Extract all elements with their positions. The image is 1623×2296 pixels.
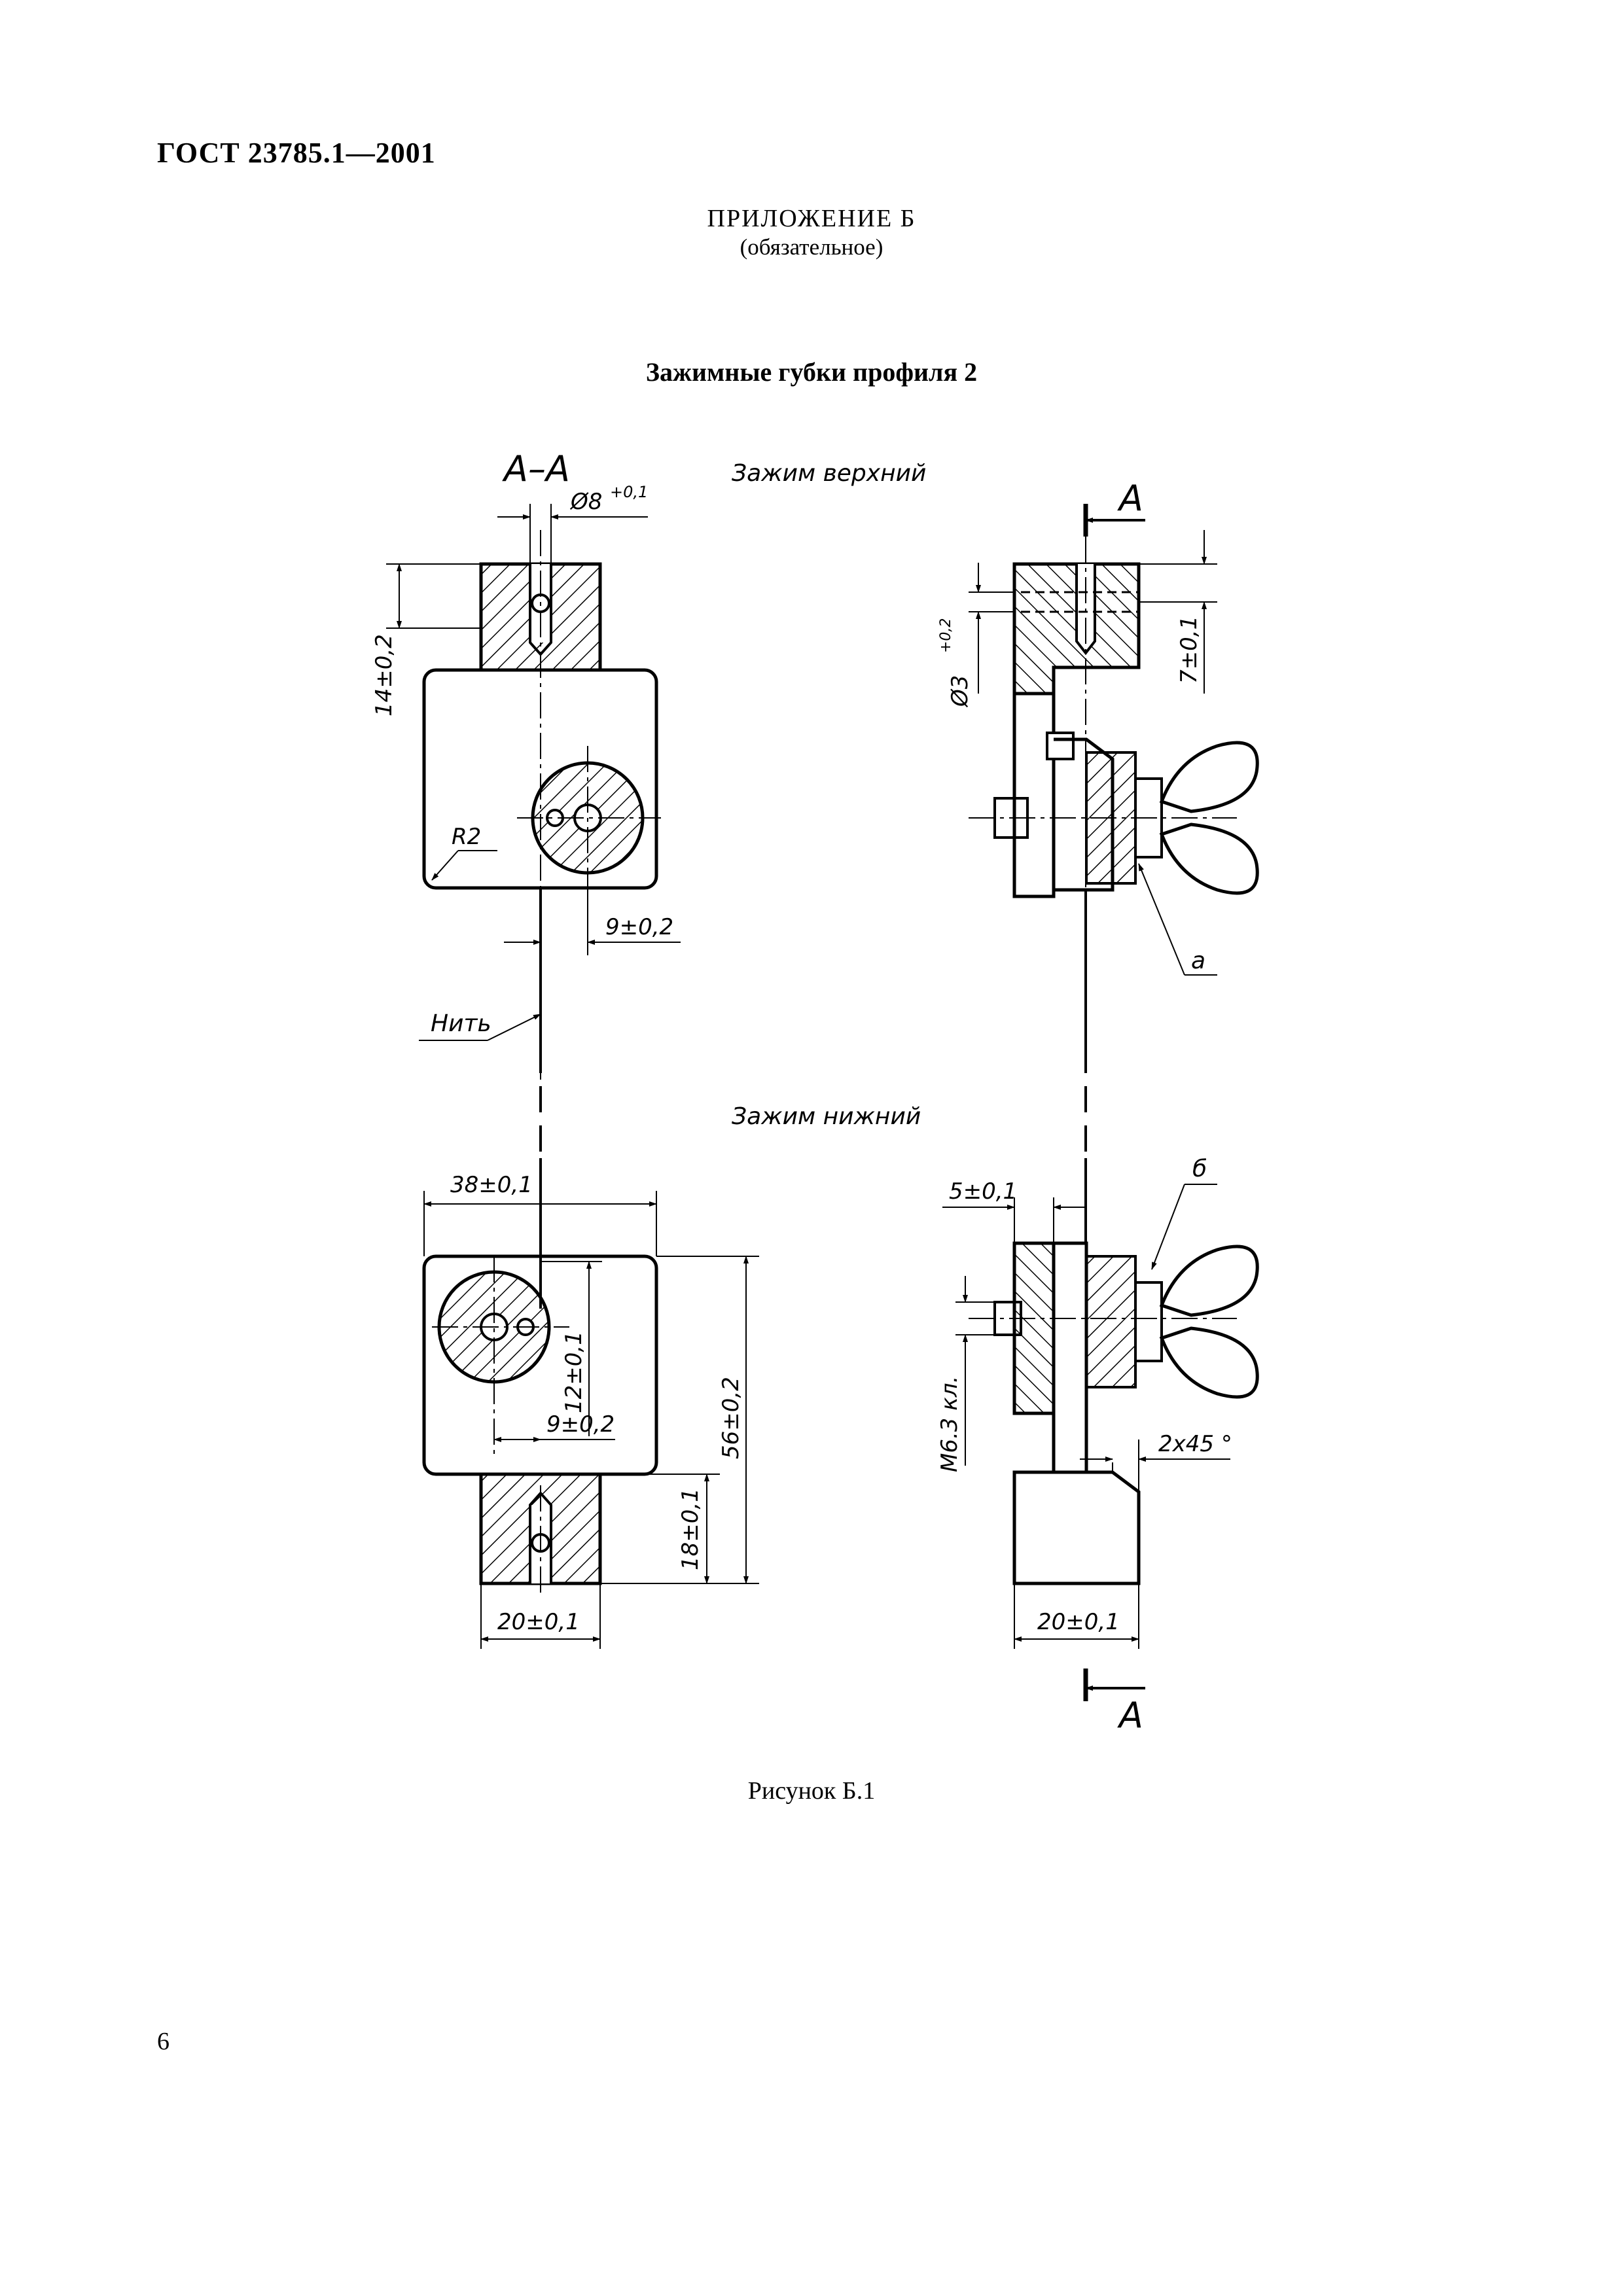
- tab-height-dim: 18±0,1: [677, 1488, 704, 1570]
- upper-height-dim: 14±0,2: [371, 634, 397, 716]
- pin-tolerance: +0,2: [938, 618, 954, 653]
- figure-caption: Рисунок Б.1: [747, 1777, 876, 1805]
- section-mark-bottom: А: [1117, 1695, 1143, 1736]
- appendix-title: ПРИЛОЖЕНИЕ Б: [707, 205, 916, 232]
- upper-clamp-side: [969, 504, 1259, 1073]
- tab-width-right-dim: 20±0,1: [1037, 1609, 1120, 1635]
- appendix-status: (обязательное): [740, 234, 883, 260]
- section-mark-top: А: [1117, 478, 1143, 519]
- upper-clamp-section: [386, 504, 681, 1080]
- thread-break: [539, 1086, 1087, 1152]
- upper-offset-dim: 9±0,2: [605, 914, 673, 940]
- hole-diameter-dim: Ø8: [569, 489, 602, 515]
- tab-width-left-dim: 20±0,1: [497, 1609, 580, 1635]
- thread-label: Нить: [431, 1010, 491, 1037]
- chamfer-dim: 2x45 °: [1158, 1431, 1232, 1457]
- lower-clamp-side: [942, 1158, 1259, 1701]
- plate-dim: 5±0,1: [949, 1178, 1017, 1205]
- offset-12-dim: 12±0,1: [561, 1331, 587, 1413]
- lower-clamp-front: [422, 1158, 759, 1649]
- height-dim: 56±0,2: [718, 1377, 744, 1459]
- hole-tolerance: +0,1: [610, 483, 648, 501]
- width-dim: 38±0,1: [450, 1172, 533, 1198]
- page-number: 6: [157, 2028, 169, 2055]
- leader-a-label: а: [1191, 947, 1205, 974]
- lower-clamp-label: Зажим нижний: [732, 1103, 921, 1130]
- figure-title: Зажимные губки профиля 2: [645, 357, 978, 387]
- upper-clamp-label: Зажим верхний: [732, 460, 926, 487]
- lower-offset-dim: 9±0,2: [546, 1411, 615, 1438]
- thread-spec-dim: М6.3 кл.: [936, 1376, 963, 1472]
- radius-dim: R2: [452, 824, 481, 850]
- document-id: ГОСТ 23785.1—2001: [157, 137, 436, 169]
- leader-b-label: б: [1192, 1156, 1207, 1182]
- section-label: А–А: [502, 448, 570, 489]
- pin-diameter-dim: Ø3: [947, 675, 973, 708]
- pin-offset-dim: 7±0,1: [1176, 616, 1202, 684]
